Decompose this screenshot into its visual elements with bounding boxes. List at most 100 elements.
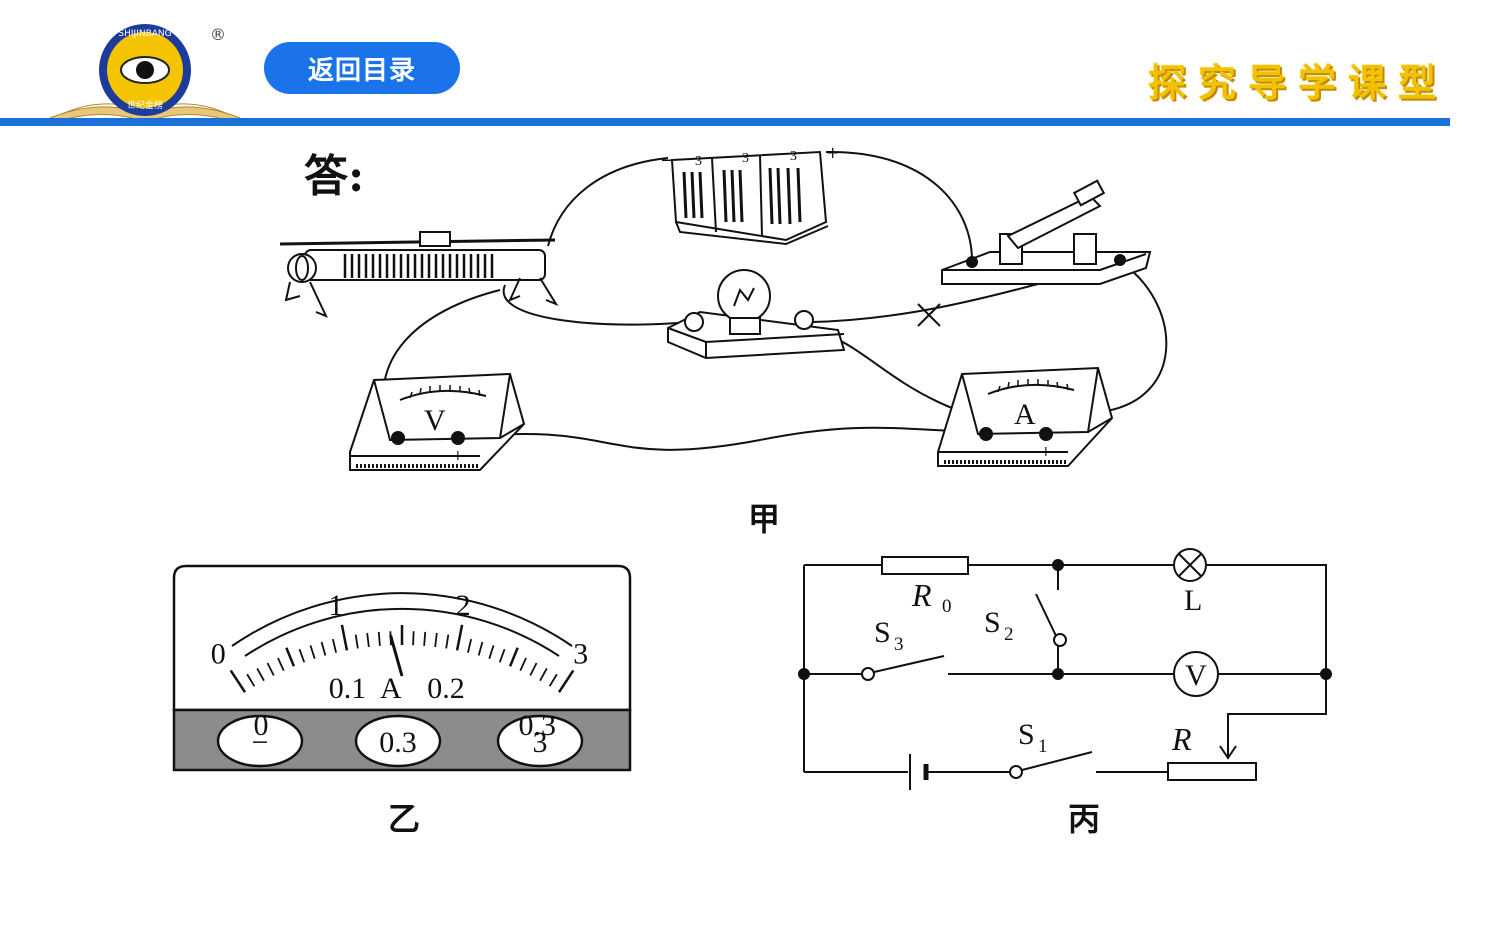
scale-upper-label: 3 — [573, 637, 588, 670]
scale-lower-label: 0.3 — [518, 709, 556, 742]
terminal-minus — [216, 714, 304, 768]
switch-S3-pivot — [861, 667, 875, 681]
scale-lower-label: 0 — [254, 709, 269, 742]
wire — [825, 150, 973, 259]
battery-cell-label-2: 3 — [742, 151, 749, 166]
scale-tick — [557, 669, 575, 693]
scale-tick — [309, 645, 316, 659]
battery-pack: 3 3 3 − + — [660, 143, 839, 246]
scale-tick — [519, 657, 527, 672]
voltmeter-label: V — [424, 404, 446, 437]
figure-jia: 3 3 3 − + — [279, 143, 1168, 471]
scale-lower-label: 0.2 — [427, 672, 465, 705]
terminal-3-label: 3 — [533, 726, 548, 759]
meter-letter: A — [380, 672, 402, 705]
scale-tick — [529, 662, 538, 676]
scale-tick — [548, 673, 558, 687]
slider-arrow — [1219, 745, 1237, 760]
L-label: L — [1184, 584, 1202, 617]
wire — [459, 426, 981, 451]
S3-subscript: 3 — [894, 634, 904, 655]
scale-tick — [467, 638, 473, 653]
caption-bing: 丙 — [1068, 800, 1100, 838]
scale-tick — [539, 667, 548, 682]
meter-needle — [389, 634, 404, 677]
wire — [502, 284, 691, 326]
battery-minus: − — [660, 150, 675, 171]
wire — [547, 157, 669, 247]
scale-tick — [246, 673, 256, 687]
scale-tick — [266, 662, 275, 676]
caption-jia: 甲 — [748, 500, 780, 538]
S2-label: S — [984, 606, 1001, 639]
scale-tick — [455, 624, 464, 651]
back-to-contents-button[interactable]: 返回目录 — [264, 42, 460, 94]
scale-upper-label: 0 — [211, 637, 226, 670]
scale-outer-arc — [231, 592, 573, 647]
scale-tick — [366, 632, 370, 648]
scale-tick — [445, 634, 450, 649]
resistor-R0 — [881, 556, 969, 575]
scale-tick — [285, 647, 296, 667]
ammeter-minus: − — [978, 444, 990, 460]
battery-plus: + — [826, 143, 839, 162]
switch-S1-pivot — [1009, 765, 1023, 779]
battery-cell-label-3: 3 — [790, 149, 797, 164]
logo-text-bottom: 世纪金榜 — [127, 99, 163, 111]
knife-switch — [941, 179, 1152, 285]
R0-label: R — [911, 577, 932, 613]
scale-upper-label: 2 — [456, 589, 471, 622]
scale-tick — [331, 638, 337, 653]
S1-subscript: 1 — [1038, 736, 1048, 757]
switch-S2-pivot — [1053, 633, 1067, 647]
switch-S1-blade — [1021, 751, 1093, 771]
scale-ticks — [229, 624, 575, 693]
terminal-0-3 — [354, 714, 442, 768]
wire — [1099, 261, 1168, 413]
scale-tick — [423, 631, 427, 646]
logo-text-top: SHIJINBANG — [118, 29, 171, 39]
lamp-cross — [1178, 553, 1202, 577]
scale-tick — [412, 631, 415, 646]
scale-tick — [477, 641, 484, 656]
terminal-0-3-label: 0.3 — [379, 726, 417, 759]
switch-S2-blade — [1035, 593, 1059, 641]
terminal-minus-label: − — [252, 726, 269, 759]
ammeter-plus: + — [1040, 444, 1052, 460]
scale-tick — [434, 632, 438, 648]
R-label: R — [1171, 721, 1192, 757]
answer-label: 答: — [304, 151, 365, 202]
switch-S3-blade — [873, 655, 945, 673]
scale-upper-label: 1 — [328, 589, 343, 622]
scale-tick — [377, 631, 381, 646]
voltmeter: V − + — [349, 372, 526, 471]
V-label: V — [1185, 659, 1207, 692]
cross-mark — [917, 303, 941, 327]
wire — [811, 277, 1061, 323]
terminal-3 — [496, 714, 584, 768]
voltmeter-minus: − — [390, 448, 402, 464]
shijinbang-logo: SHIJINBANG 世纪金榜 ® — [49, 24, 241, 125]
wire — [1227, 674, 1327, 756]
scale-tick — [508, 647, 519, 667]
scale-tick — [340, 624, 349, 651]
R0-subscript: 0 — [942, 596, 952, 617]
scale-lower-label: 0.1 — [329, 672, 367, 705]
scale-tick — [488, 645, 495, 659]
scale-tick — [256, 667, 265, 682]
bulb-holder — [667, 269, 846, 360]
wire — [1206, 564, 1327, 674]
figure-yi — [172, 564, 632, 772]
scale-inner-arc — [244, 607, 560, 657]
voltmeter-plus: + — [452, 448, 464, 464]
S2-subscript: 2 — [1004, 624, 1014, 645]
scale-tick — [277, 657, 285, 672]
scale-tick — [320, 641, 327, 656]
registered-mark: ® — [210, 25, 226, 44]
rheostat-R — [1167, 762, 1257, 781]
S3-label: S — [874, 616, 891, 649]
scale-tick — [298, 648, 306, 663]
figure-bing — [798, 548, 1332, 790]
sliding-rheostat — [279, 231, 559, 318]
caption-yi: 乙 — [388, 800, 420, 838]
